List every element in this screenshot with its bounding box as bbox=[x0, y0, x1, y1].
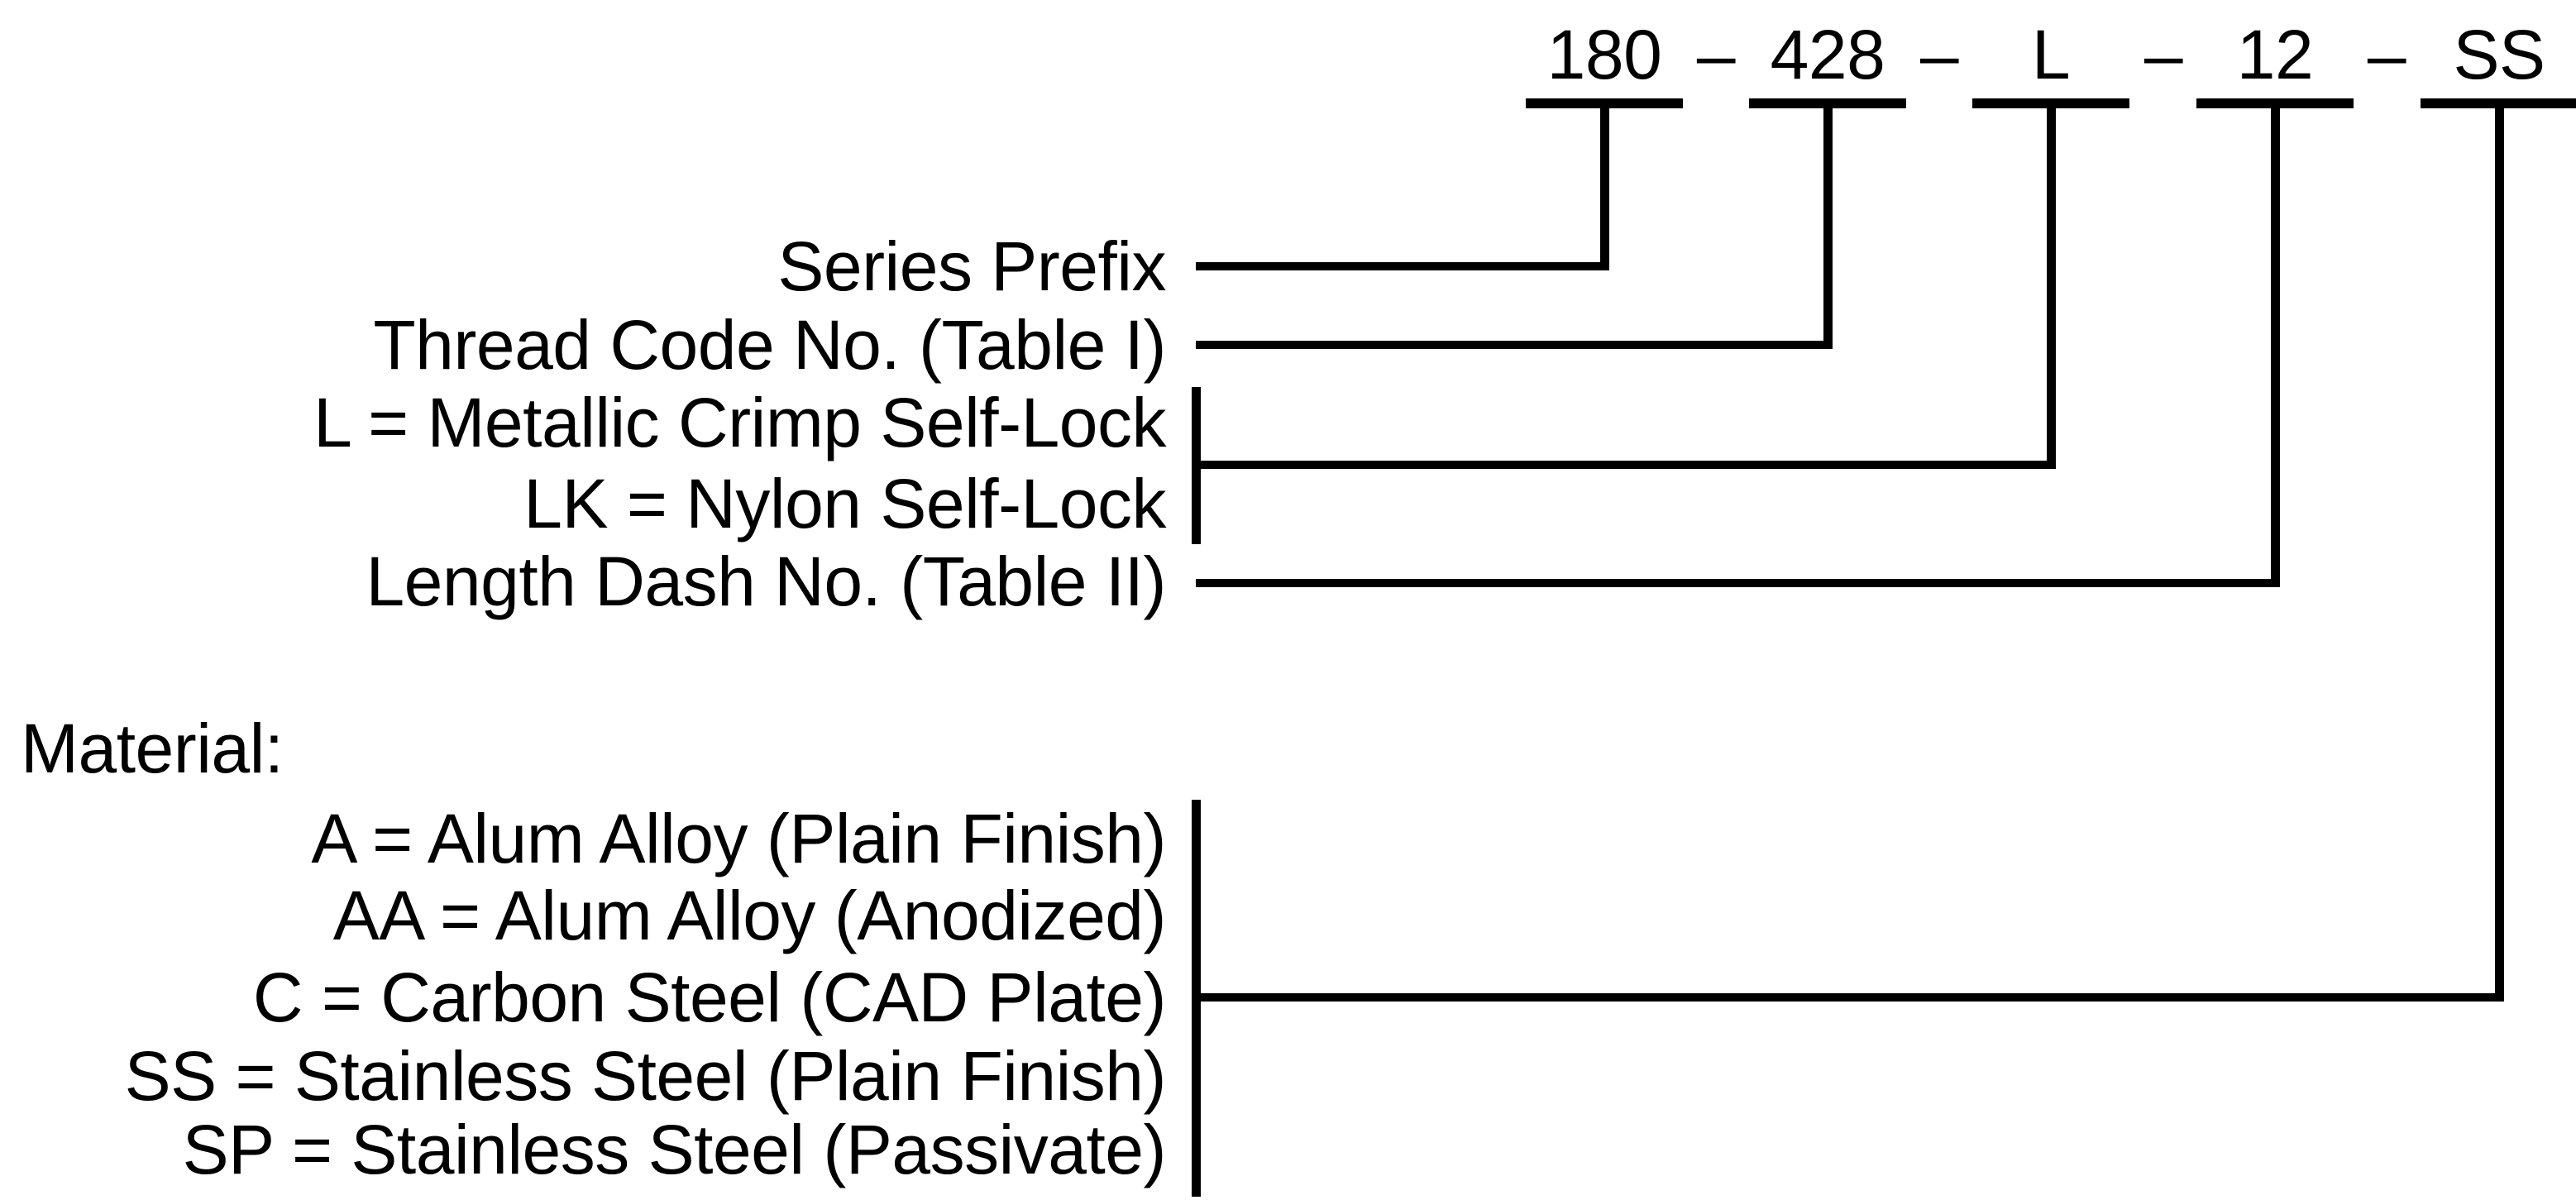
material-options-bracket bbox=[1192, 800, 1201, 1197]
lock-options-bracket bbox=[1192, 387, 1201, 544]
part-number-separator-2: – bbox=[1919, 16, 1959, 93]
material-section-heading: Material: bbox=[21, 710, 284, 787]
drop-line-series-prefix bbox=[1600, 103, 1609, 270]
callout-line-material bbox=[1196, 993, 2504, 1002]
part-number-segment-lock-style: L bbox=[2031, 16, 2071, 93]
part-number-segment-length-dash: 12 bbox=[2236, 16, 2314, 93]
material-option-carbon-cad: C = Carbon Steel (CAD Plate) bbox=[252, 959, 1167, 1036]
part-number-segment-material: SS bbox=[2453, 16, 2545, 93]
label-lock-nylon: LK = Nylon Self-Lock bbox=[523, 465, 1166, 543]
label-length-dash: Length Dash No. (Table II) bbox=[366, 543, 1166, 620]
material-option-alum-anodized: AA = Alum Alloy (Anodized) bbox=[332, 877, 1167, 954]
callout-line-lock-style bbox=[1196, 461, 2056, 469]
label-lock-metallic: L = Metallic Crimp Self-Lock bbox=[313, 384, 1166, 461]
drop-line-length-dash bbox=[2271, 103, 2280, 587]
callout-line-thread-code bbox=[1196, 341, 1833, 349]
material-option-stainless-plain: SS = Stainless Steel (Plain Finish) bbox=[124, 1037, 1167, 1115]
material-option-alum-plain: A = Alum Alloy (Plain Finish) bbox=[311, 800, 1166, 877]
part-number-separator-4: – bbox=[2367, 16, 2406, 93]
part-number-segment-series-prefix: 180 bbox=[1546, 16, 1662, 93]
label-thread-code: Thread Code No. (Table I) bbox=[373, 306, 1166, 384]
material-option-stainless-passivate: SP = Stainless Steel (Passivate) bbox=[182, 1111, 1167, 1188]
callout-line-series-prefix bbox=[1196, 262, 1609, 270]
drop-line-thread-code bbox=[1823, 103, 1833, 349]
label-series-prefix: Series Prefix bbox=[777, 227, 1166, 305]
callout-line-length-dash bbox=[1196, 579, 2280, 587]
part-number-separator-3: – bbox=[2143, 16, 2183, 93]
drop-line-lock-style bbox=[2047, 103, 2056, 469]
part-number-segment-thread-code: 428 bbox=[1770, 16, 1885, 93]
part-number-separator-1: – bbox=[1696, 16, 1736, 93]
drop-line-material bbox=[2495, 103, 2504, 1002]
